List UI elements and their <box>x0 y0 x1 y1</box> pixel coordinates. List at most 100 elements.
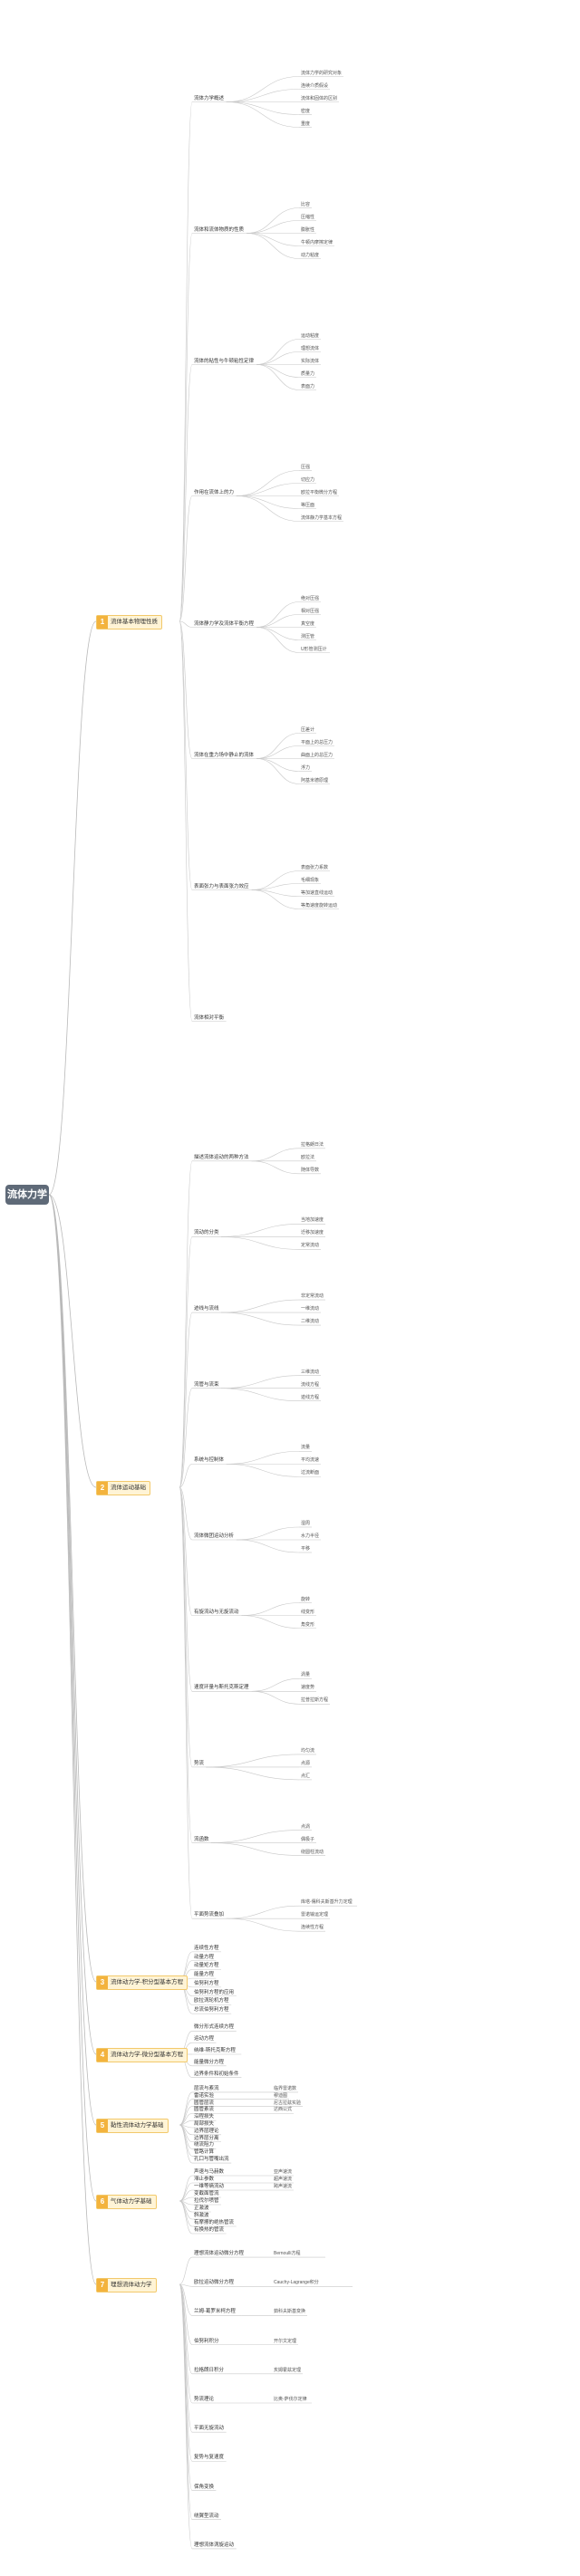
leaf-node[interactable]: 表面力 <box>301 383 315 389</box>
subtopic-node[interactable]: 流体相对平衡 <box>194 1014 225 1021</box>
subtopic-node[interactable]: 圆管层流 <box>194 2100 215 2106</box>
leaf-node[interactable]: 连续性方程 <box>301 1925 324 1931</box>
subtopic-node[interactable]: 流体和流体物质的性质 <box>194 226 245 233</box>
leaf-node[interactable]: 平移 <box>301 1546 311 1552</box>
leaf-node[interactable]: 真空度 <box>301 620 315 627</box>
subtopic-node[interactable]: 运动方程 <box>194 2036 215 2043</box>
leaf-node[interactable]: 拉普拉斯方程 <box>301 1697 329 1704</box>
leaf-node[interactable]: 等角速度旋转运动 <box>301 902 338 908</box>
subtopic-node[interactable]: 描述流体运动的两种方法 <box>194 1154 249 1160</box>
leaf-node[interactable]: 牛顿内摩擦定律 <box>301 239 334 245</box>
subtopic-node[interactable]: 流动的分类 <box>194 1230 219 1236</box>
leaf-node[interactable]: 库塔-儒科夫斯基升力定理 <box>301 1899 353 1906</box>
leaf-node[interactable]: 表面张力系数 <box>301 864 329 870</box>
leaf-node[interactable]: 角变形 <box>301 1621 315 1628</box>
leaf-node[interactable]: 随体导数 <box>301 1167 320 1173</box>
leaf-node[interactable]: U形管测压计 <box>301 646 327 652</box>
leaf-node[interactable]: 等压面 <box>301 502 315 508</box>
subtopic-node[interactable]: 复势与复速度 <box>194 2455 225 2461</box>
leaf-node[interactable]: 线变形 <box>301 1609 315 1615</box>
leaf-node[interactable]: 雷诺输运定理 <box>301 1912 329 1918</box>
leaf-node[interactable]: 膨胀性 <box>301 226 315 233</box>
leaf-node[interactable]: 非定常流动 <box>301 1293 324 1300</box>
leaf-node[interactable]: 等加速直线运动 <box>301 889 334 896</box>
leaf-node[interactable]: 定常流动 <box>301 1243 320 1249</box>
subtopic-node[interactable]: 有旋流动与无旋流动 <box>194 1609 239 1615</box>
subtopic-node[interactable]: 总流伯努利方程 <box>194 2007 229 2014</box>
leaf-node[interactable]: 速度势 <box>301 1685 315 1691</box>
leaf-node[interactable]: 点涡 <box>301 1823 311 1830</box>
leaf-node[interactable]: 重度 <box>301 120 311 127</box>
subtopic-node[interactable]: 微分形式连续方程 <box>194 2024 235 2031</box>
subtopic-node[interactable]: 动量方程 <box>194 1954 215 1960</box>
subtopic-node[interactable]: 拉格朗日积分 <box>194 2367 225 2373</box>
leaf-node[interactable]: 达西公式 <box>274 2107 293 2113</box>
leaf-node[interactable]: 运动粘度 <box>301 332 320 339</box>
subtopic-node[interactable]: 边界层分离 <box>194 2135 219 2141</box>
leaf-node[interactable]: 阿基米德原理 <box>301 777 329 783</box>
leaf-node[interactable]: 跨声速流 <box>274 2184 293 2189</box>
leaf-node[interactable]: 三维流动 <box>301 1369 320 1375</box>
subtopic-node[interactable]: 伯努利方程 <box>194 1980 219 1986</box>
subtopic-node[interactable]: 动量矩方程 <box>194 1963 219 1969</box>
subtopic-node[interactable]: 平面无旋流动 <box>194 2426 225 2432</box>
leaf-node[interactable]: 亥姆霍兹定理 <box>274 2367 302 2373</box>
leaf-node[interactable]: 迹线方程 <box>301 1394 320 1400</box>
leaf-node[interactable]: 涡量 <box>301 1672 311 1678</box>
subtopic-node[interactable]: 纳维-斯托克斯方程 <box>194 2048 236 2053</box>
leaf-node[interactable]: 湿周 <box>301 1521 311 1526</box>
leaf-node[interactable]: 欧拉平衡微分方程 <box>301 489 338 495</box>
leaf-node[interactable]: 比容 <box>301 201 311 207</box>
subtopic-node[interactable]: 理想流体运动微分方程 <box>194 2251 245 2257</box>
subtopic-node[interactable]: 圆管紊流 <box>194 2107 215 2113</box>
subtopic-node[interactable]: 有摩擦的绝热管流 <box>194 2220 235 2225</box>
subtopic-node[interactable]: 欧拉运动微分方程 <box>194 2280 235 2286</box>
leaf-node[interactable]: 一维流动 <box>301 1306 320 1312</box>
leaf-node[interactable]: 毛细现象 <box>301 877 320 883</box>
subtopic-node[interactable]: 作用在流体上的力 <box>194 489 235 495</box>
subtopic-node[interactable]: 声速与马赫数 <box>194 2169 225 2175</box>
leaf-node[interactable]: 临界雷诺数 <box>274 2085 297 2091</box>
leaf-node[interactable]: 实际流体 <box>301 358 320 364</box>
leaf-node[interactable]: 当地加速度 <box>301 1217 324 1224</box>
subtopic-node[interactable]: 绕翼型流动 <box>194 2513 219 2519</box>
leaf-node[interactable]: 过流断面 <box>301 1470 320 1476</box>
leaf-node[interactable]: 点汇 <box>301 1773 311 1779</box>
leaf-node[interactable]: 压差计 <box>301 726 315 733</box>
subtopic-node[interactable]: 雷诺实验 <box>194 2092 215 2099</box>
leaf-node[interactable]: 水力半径 <box>301 1533 320 1539</box>
leaf-node[interactable]: 欧拉法 <box>301 1154 315 1160</box>
leaf-node[interactable]: 流线方程 <box>301 1381 320 1388</box>
leaf-node[interactable]: 比奥-萨伐尔定律 <box>274 2397 307 2402</box>
subtopic-node[interactable]: 管路计算 <box>194 2149 215 2156</box>
subtopic-node[interactable]: 流函数 <box>194 1836 209 1842</box>
subtopic-node[interactable]: 流体在重力场中静止的流体 <box>194 752 255 758</box>
leaf-node[interactable]: 旋转 <box>301 1596 311 1602</box>
subtopic-node[interactable]: 伯努利积分 <box>194 2338 219 2344</box>
leaf-node[interactable]: 绝对压强 <box>301 595 320 601</box>
subtopic-node[interactable]: 能量微分方程 <box>194 2059 225 2065</box>
leaf-node[interactable]: 绕圆柱流动 <box>301 1849 324 1855</box>
leaf-node[interactable]: 流体静力学基本方程 <box>301 514 343 521</box>
leaf-node[interactable]: 质量力 <box>301 370 315 377</box>
leaf-node[interactable]: 压强 <box>301 464 311 470</box>
leaf-node[interactable]: 动力粘度 <box>301 252 320 258</box>
leaf-node[interactable]: 迁移加速度 <box>301 1230 324 1236</box>
subtopic-node[interactable]: 绕流阻力 <box>194 2142 215 2148</box>
leaf-node[interactable]: 穆迪图 <box>274 2092 288 2099</box>
subtopic-node[interactable]: 流体的粘性与牛顿粘性定律 <box>194 358 255 364</box>
leaf-node[interactable]: 亚声速流 <box>274 2169 293 2175</box>
leaf-node[interactable]: 点源 <box>301 1760 311 1766</box>
subtopic-node[interactable]: 拉伐尔喷管 <box>194 2198 219 2204</box>
leaf-node[interactable]: 流量 <box>301 1445 311 1451</box>
subtopic-node[interactable]: 迹线与流线 <box>194 1306 219 1312</box>
root-node[interactable]: 流体力学 <box>5 1185 49 1205</box>
subtopic-node[interactable]: 边界层理论 <box>194 2128 219 2134</box>
subtopic-node[interactable]: 局部损失 <box>194 2121 215 2127</box>
subtopic-node[interactable]: 流体静力学及流体平衡方程 <box>194 620 255 627</box>
